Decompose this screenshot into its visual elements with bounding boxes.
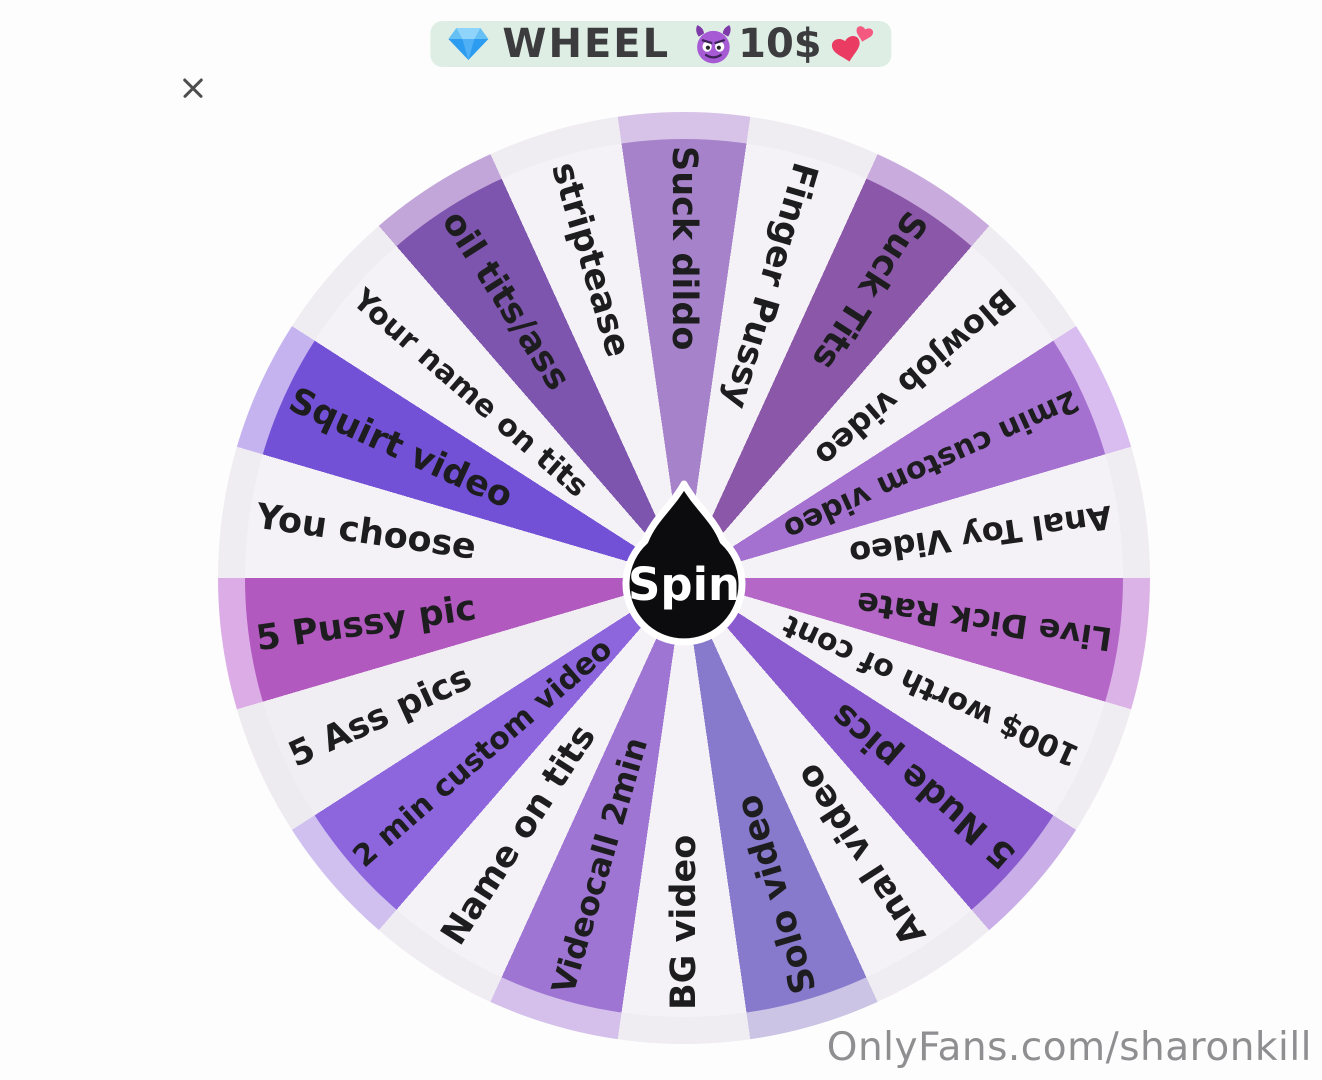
spin-pointer-shape <box>622 480 746 646</box>
close-icon[interactable] <box>180 75 206 101</box>
title-banner: WHEEL 10$ <box>430 21 892 67</box>
spin-label: Spin <box>628 558 740 611</box>
devil-icon <box>695 25 731 64</box>
gem-icon <box>448 28 489 60</box>
spin-button[interactable]: Spin <box>614 472 754 654</box>
title-price-text: 10$ <box>738 21 822 67</box>
title-wheel-text: WHEEL <box>502 21 671 67</box>
two-hearts-icon <box>832 26 874 62</box>
watermark: OnlyFans.com/sharonkill <box>826 1025 1312 1070</box>
